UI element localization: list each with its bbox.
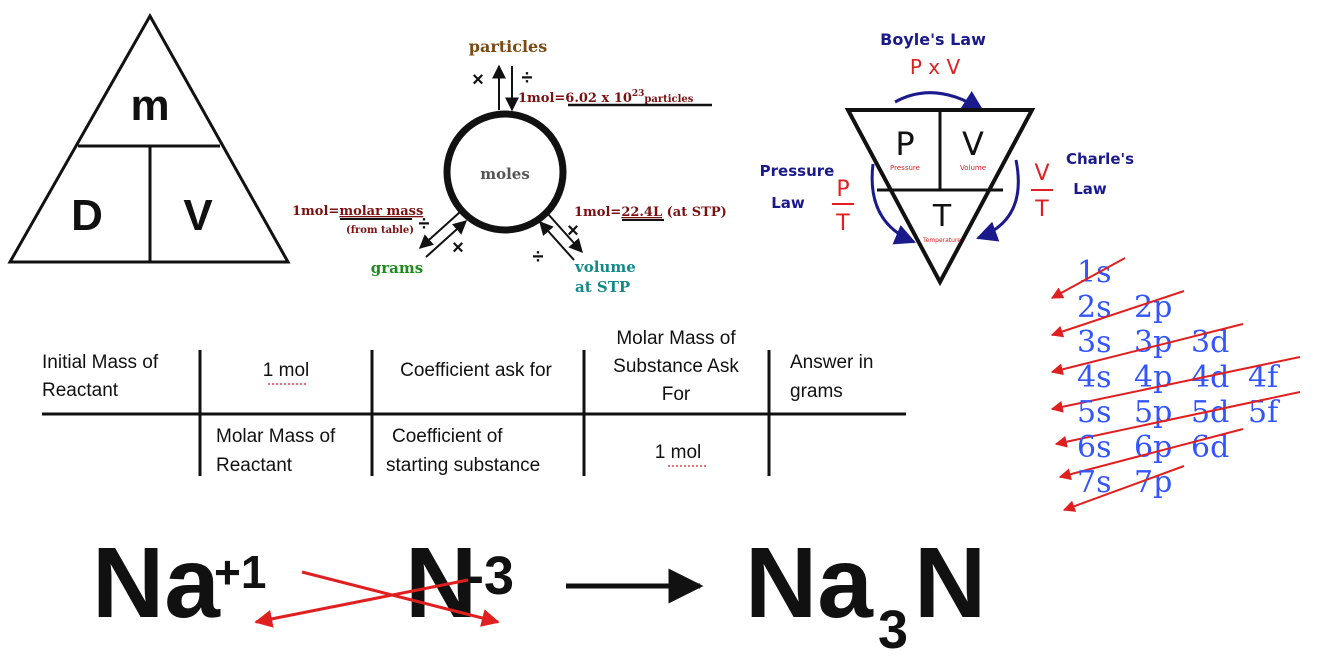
volume-cell: V <box>962 125 984 163</box>
orbital-6s: 6s <box>1077 430 1111 465</box>
pressure-law-numerator: P <box>836 177 849 202</box>
grams-label: grams <box>371 259 423 277</box>
orbital-4s: 4s <box>1077 360 1111 395</box>
orbital-2p: 2p <box>1134 290 1172 325</box>
times-sign-grams: × <box>452 237 464 259</box>
charles-law-numerator: V <box>1034 161 1049 186</box>
charles-law-arrow <box>976 159 1020 242</box>
orbital-1s: 1s <box>1077 255 1111 290</box>
cation-symbol: Na <box>92 527 221 639</box>
mass-symbol: m <box>130 81 169 130</box>
orbital-3d: 3d <box>1191 325 1229 360</box>
arrow-moles-to-grams <box>418 211 461 249</box>
molar-volume-equation: 1mol=22.4L (at STP) <box>574 205 727 220</box>
temperature-cell-sub: Temperature <box>922 237 961 244</box>
orbital-6d: 6d <box>1191 430 1229 465</box>
orbital-3s: 3s <box>1077 325 1111 360</box>
product-anion: N <box>914 527 986 639</box>
divide-sign-grams: ÷ <box>419 213 430 235</box>
temperature-cell: T <box>932 199 952 234</box>
moles-label: moles <box>480 165 530 183</box>
charles-law-title: Charle's <box>1066 150 1134 168</box>
aufbau-arrow-2 <box>1050 290 1185 338</box>
boyles-law-arrow <box>894 90 984 112</box>
cation-charge: +1 <box>214 546 266 598</box>
particles-label: particles <box>469 37 547 56</box>
pressure-law-title-2: Law <box>771 194 805 212</box>
anion-charge: -3 <box>466 546 514 606</box>
pressure-law-arrow <box>870 163 916 245</box>
product-subscript: 3 <box>878 600 908 660</box>
volume-cell-sub: Volume <box>960 164 986 172</box>
density-triangle: m D V <box>7 12 291 264</box>
orbital-4d: 4d <box>1191 360 1229 395</box>
divide-sign-volume: ÷ <box>533 246 544 268</box>
pressure-cell: P <box>895 125 914 163</box>
volume-symbol: V <box>183 191 213 240</box>
volume-label: volume <box>574 258 636 276</box>
table-cell-coefficient-ask: Coefficient ask for <box>400 360 552 381</box>
orbital-5p: 5p <box>1134 395 1172 430</box>
times-sign-particles: × <box>472 69 484 91</box>
orbital-4p: 4p <box>1134 360 1172 395</box>
times-sign-volume: × <box>567 220 579 242</box>
charles-law-title-2: Law <box>1073 180 1107 198</box>
at-stp-label: at STP <box>575 278 630 296</box>
arrow-grams-to-moles <box>425 220 468 258</box>
moles-circle <box>443 110 567 234</box>
pressure-law-denominator: T <box>835 211 850 236</box>
aufbau-arrow-5 <box>1054 391 1301 448</box>
avogadro-equation: 1mol=6.02 x 1023particles <box>518 89 694 106</box>
molar-mass-equation: 1mol=molar mass <box>292 204 423 219</box>
charles-law-denominator: T <box>1034 197 1049 222</box>
table-cell-one-mol-bottom: 1 mol <box>655 442 701 463</box>
table-cell-one-mol-top: 1 mol <box>263 360 309 381</box>
arrow-volume-to-moles <box>539 220 575 261</box>
crisscross-arrow-charge-down-right <box>301 570 500 627</box>
anion-symbol: N <box>405 527 477 639</box>
crisscross-arrow-charge-down-left <box>254 578 469 628</box>
aufbau-arrow-1 <box>1050 257 1126 299</box>
boyles-law-title: Boyle's Law <box>880 30 986 49</box>
mole-map: moles particles × ÷ 1mol=6.02 x 1023part… <box>292 37 727 296</box>
aufbau-arrow-7 <box>1062 465 1185 512</box>
gas-law-triangle: Boyle's Law P x V P Pressure V Volume T … <box>760 30 1134 287</box>
boyles-law-expression: P x V <box>910 55 961 79</box>
orbital-2s: 2s <box>1077 290 1111 325</box>
product-cation: Na <box>745 527 874 639</box>
aufbau-arrow-4 <box>1050 356 1301 413</box>
orbital-5f: 5f <box>1248 395 1280 430</box>
orbital-6p: 6p <box>1134 430 1172 465</box>
from-table-note: (from table) <box>346 225 414 236</box>
divide-sign-particles: ÷ <box>522 67 533 89</box>
aufbau-arrow-3 <box>1050 323 1244 376</box>
orbital-5s: 5s <box>1077 395 1111 430</box>
arrow-moles-to-volume <box>547 213 583 254</box>
pressure-law-title: Pressure <box>760 162 835 180</box>
pressure-cell-sub: Pressure <box>890 164 920 172</box>
orbital-5d: 5d <box>1191 395 1229 430</box>
aufbau-arrow-6 <box>1058 428 1244 481</box>
density-symbol: D <box>71 191 103 240</box>
crisscross-formula: Na +1 N -3 Na 3 N <box>92 527 986 660</box>
